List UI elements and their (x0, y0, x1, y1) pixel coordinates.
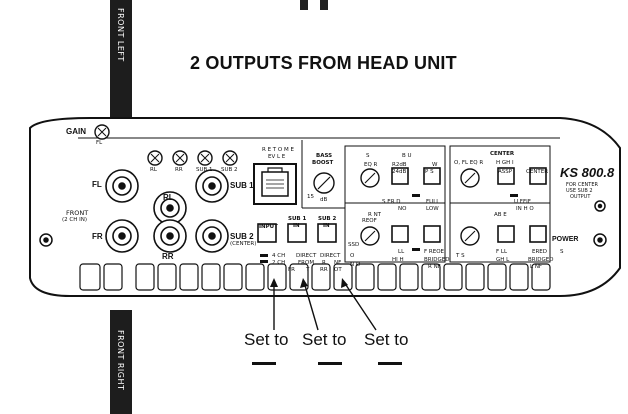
set-to-indicator-1 (252, 362, 276, 365)
page-title: 2 OUTPUTS FROM HEAD UNIT (190, 53, 457, 73)
set-to-label-2: Set to (302, 330, 347, 349)
pot-label-fl: FL (96, 140, 103, 146)
bridged2-label: BRIDGED (528, 257, 554, 263)
sub2-center-label: (CENTER) (230, 241, 257, 247)
sub1-in-label: SUB 1 (288, 216, 307, 222)
pot-label-sub2: SUB 2 (221, 167, 238, 173)
bu-label: B U (402, 153, 412, 159)
u-ffif-label: U FFIF (514, 199, 531, 205)
o-label: O (350, 253, 355, 259)
remote-label: R E T O M E (262, 147, 294, 153)
input-label: INPUT (259, 224, 278, 230)
assp-label: ASSP (498, 169, 513, 175)
ll-label: LL (398, 249, 405, 255)
n-o-label: N O (350, 262, 361, 268)
front-left-cable-label: FRONT LEFT (116, 8, 125, 62)
rl-label: RL (163, 193, 174, 202)
center-label: CENTER (490, 151, 515, 157)
set-to-indicator-2 (318, 362, 342, 365)
bass-boost-label: BASS (316, 153, 333, 159)
no-label: NO (398, 206, 407, 212)
pot-label-sub1: SUB 1 (196, 167, 213, 173)
lnf-label: L NF (530, 264, 543, 270)
front-right-cable-label: FRONT RIGHT (116, 330, 125, 391)
fl-label: FL (92, 180, 102, 189)
db-label: dB (320, 197, 328, 203)
fll-label: F LL (496, 249, 508, 255)
set-to-label-3: Set to (364, 330, 409, 349)
db24-label: 24dB (392, 169, 407, 175)
use-sub2-label: USE SUB 2 (566, 188, 593, 194)
in-hio-label: IN H O (516, 206, 534, 212)
fl-eq-label: O, FL EQ R (454, 160, 484, 166)
pot-label-rr: RR (175, 167, 183, 173)
w-label: W (432, 162, 438, 168)
s-label: S (366, 153, 370, 159)
r2db-label: R2dB (392, 162, 407, 168)
full-label: FULL (426, 199, 440, 205)
r-small-label: R (322, 260, 326, 266)
ab-e-label: AB E (494, 212, 507, 218)
direct-label: DIRECT (296, 253, 317, 259)
power-label: POWER (552, 236, 579, 243)
front-2ch-label: (2 CH IN) (62, 217, 87, 223)
erd-label: S ER D (382, 199, 401, 205)
rr-small-label: RR (320, 267, 328, 273)
top-connector-2 (320, 0, 328, 10)
rr-label: RR (162, 252, 174, 261)
reof-label: REOF (362, 218, 377, 224)
center2-label: CENTER (526, 169, 549, 175)
front-left-cable (110, 0, 132, 120)
ot-small-label: OT (334, 267, 342, 273)
from-label: FROM (298, 260, 315, 266)
r-nf-label: R NF (428, 264, 441, 270)
eq-r-label: EQ R (364, 162, 378, 168)
for-center-label: FOR CENTER (566, 182, 598, 188)
set-to-label-1: Set to (244, 330, 289, 349)
model-name: KS 800.8 (560, 165, 615, 180)
front-label: FRONT (66, 209, 89, 217)
sub2-in-label: SUB 2 (318, 216, 337, 222)
gain-label: GAIN (66, 127, 86, 136)
hih-label: HI H (392, 257, 404, 263)
ch2-label: 2 CH (272, 260, 286, 266)
fr-label: FR (92, 232, 103, 241)
low-label: LOW (426, 206, 439, 212)
front-right-cable (110, 310, 132, 414)
bass-boost-label-2: BOOST (312, 160, 334, 166)
ps-label: P S (425, 169, 434, 175)
sub1-in-label-2: IN (293, 223, 300, 229)
sub2-label: SUB 2 (230, 232, 254, 241)
hgh-label: H GH I (496, 160, 514, 166)
ssd-label: SSD (348, 242, 360, 248)
ghl-label: GH L (496, 257, 510, 263)
output-label: OUTPUT (570, 194, 591, 200)
fr-small-label: FR (288, 267, 295, 273)
pot-label-rl: RL (150, 167, 157, 173)
ch4-label: 4 CH (272, 253, 286, 259)
t-small-label: T (306, 267, 310, 273)
ered-label: ERED (532, 249, 548, 255)
top-connector-1 (300, 0, 308, 10)
freoe-label: F REOE (424, 249, 445, 255)
db15-label: 15 (307, 194, 314, 200)
remote-label-2: EV L E (268, 154, 286, 160)
direct-label-2: DIRECT (320, 253, 341, 259)
bridged-label: BRIDGED (424, 257, 450, 263)
nf-small-label: NF (334, 260, 342, 266)
sub1-label: SUB 1 (230, 181, 254, 190)
set-to-indicator-3 (378, 362, 402, 365)
ts-label: T S (456, 253, 465, 259)
sub2-in-label-2: IN (323, 223, 330, 229)
s2-label: S (560, 249, 564, 255)
amplifier-panel (29, 117, 621, 297)
r-nt-label: R NT (368, 212, 382, 218)
